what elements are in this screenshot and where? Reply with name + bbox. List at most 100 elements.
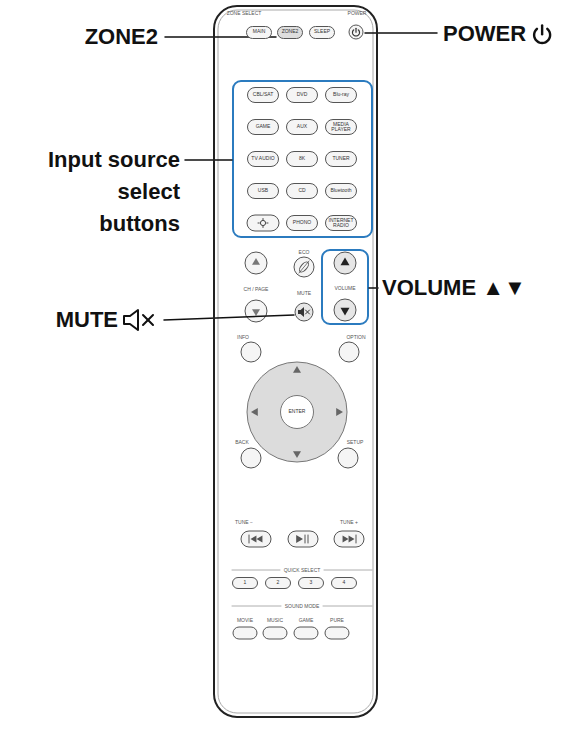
volume-up-button (334, 252, 356, 274)
button-label: PHONO (293, 220, 311, 225)
remote-button: Blu-ray (325, 87, 357, 103)
remote-button: CD (286, 183, 318, 199)
remote-print: GAME (299, 618, 314, 623)
eco-button (294, 257, 314, 277)
remote-button: MEDIA PLAYER (325, 119, 357, 135)
button-label: TV AUDIO (251, 156, 274, 161)
remote-button: 4 (331, 577, 357, 589)
remote-print: MUSIC (267, 618, 283, 623)
play-pause-button (288, 531, 318, 547)
heos-symbol-ray (263, 219, 264, 220)
group-rule (323, 606, 372, 607)
remote-print: MUTE (297, 291, 311, 296)
leader-line (164, 315, 294, 320)
remote-print: POWER (348, 11, 367, 16)
heos-button (247, 215, 279, 231)
remote-button: TV AUDIO (247, 151, 279, 167)
remote-button: AUX (286, 119, 318, 135)
remote-print: TUNE − (235, 520, 253, 525)
mute-speaker-symbol (298, 307, 304, 317)
highlight-frame (233, 81, 372, 237)
button-label: AUX (297, 124, 307, 129)
remote-print: CH / PAGE (244, 287, 269, 292)
remote-button: 1 (232, 577, 258, 589)
remote-print: OPTION (346, 335, 365, 340)
remote-button: 2 (265, 577, 291, 589)
remote-button: 3 (298, 577, 324, 589)
arrow-symbol (336, 408, 343, 416)
remote-print: ECO (299, 250, 310, 255)
heos-symbol-ray (267, 223, 268, 224)
sound-mode-button (263, 627, 287, 639)
leader-line (365, 32, 437, 34)
remote-button: MAIN (246, 26, 272, 39)
remote-button: SLEEP (309, 26, 335, 39)
button-label: 3 (310, 580, 313, 585)
power-symbol-bar (355, 28, 356, 32)
button-label: CD (298, 188, 305, 193)
callout-label: Input source select buttons (40, 144, 180, 240)
button-label: ENTER (289, 409, 306, 414)
eco-leaf-vein (299, 261, 309, 273)
button-label: 1 (244, 580, 247, 585)
remote-button: USB (247, 183, 279, 199)
mute-symbol-cross (143, 315, 153, 325)
group-rule (324, 570, 372, 571)
button-label: 8K (299, 156, 305, 161)
button-label: INTERNET RADIO (327, 218, 355, 229)
setup-button (338, 448, 358, 468)
heos-symbol (260, 220, 265, 225)
arrow-symbol (343, 536, 349, 543)
button-label: TUNER (332, 156, 349, 161)
highlight-frame (322, 250, 368, 324)
button-label: USB (258, 188, 268, 193)
remote-button: INTERNET RADIO (325, 215, 357, 231)
remote-button: ENTER (280, 395, 314, 429)
cursor-pad (247, 362, 347, 462)
button-label: DVD (297, 92, 308, 97)
remote-print: TUNE + (340, 520, 358, 525)
arrow-symbol (349, 536, 355, 543)
arrow-symbol (293, 366, 301, 373)
remote-print: SOUND MODE (285, 604, 319, 609)
leader-line (185, 159, 232, 161)
info-button (241, 342, 261, 362)
button-label: 4 (343, 580, 346, 585)
remote-button: DVD (286, 87, 318, 103)
button-label: GAME (256, 124, 271, 129)
arrow-symbol (252, 309, 260, 316)
remote-button: Bluetooth (325, 183, 357, 199)
remote-inner-outline (218, 10, 373, 713)
remote-print: MOVIE (237, 618, 253, 623)
remote-button: ZONE2 (277, 26, 303, 39)
button-label: Bluetooth (330, 188, 351, 193)
button-label: SLEEP (314, 29, 330, 34)
button-label: CBL/SAT (253, 92, 273, 97)
remote-print: INFO (237, 335, 249, 340)
back-button (241, 448, 261, 468)
callout-label: MUTE (56, 307, 118, 333)
remote-print: PURE (330, 618, 344, 623)
mute-cross (306, 310, 310, 314)
remote-print: ZONE SELECT (227, 11, 262, 16)
remote-print: SETUP (347, 440, 364, 445)
power-button (349, 25, 363, 39)
remote-button: TUNER (325, 151, 357, 167)
button-label: Blu-ray (333, 92, 349, 97)
remote-button: CBL/SAT (247, 87, 279, 103)
callout-label: POWER (443, 21, 526, 47)
group-rule (232, 570, 280, 571)
arrow-symbol (257, 536, 263, 543)
volume-down-button (334, 299, 356, 321)
mute-symbol-cross (143, 315, 153, 325)
arrow-symbol (293, 451, 301, 458)
callout-label: VOLUME ▲▼ (382, 275, 526, 301)
arrow-symbol (251, 408, 258, 416)
pause-symbol (308, 535, 309, 543)
button-label: 2 (277, 580, 280, 585)
remote-button: GAME (247, 119, 279, 135)
button-label: MAIN (253, 29, 266, 34)
heos-symbol-ray (258, 223, 259, 224)
arrow-symbol (341, 308, 350, 316)
